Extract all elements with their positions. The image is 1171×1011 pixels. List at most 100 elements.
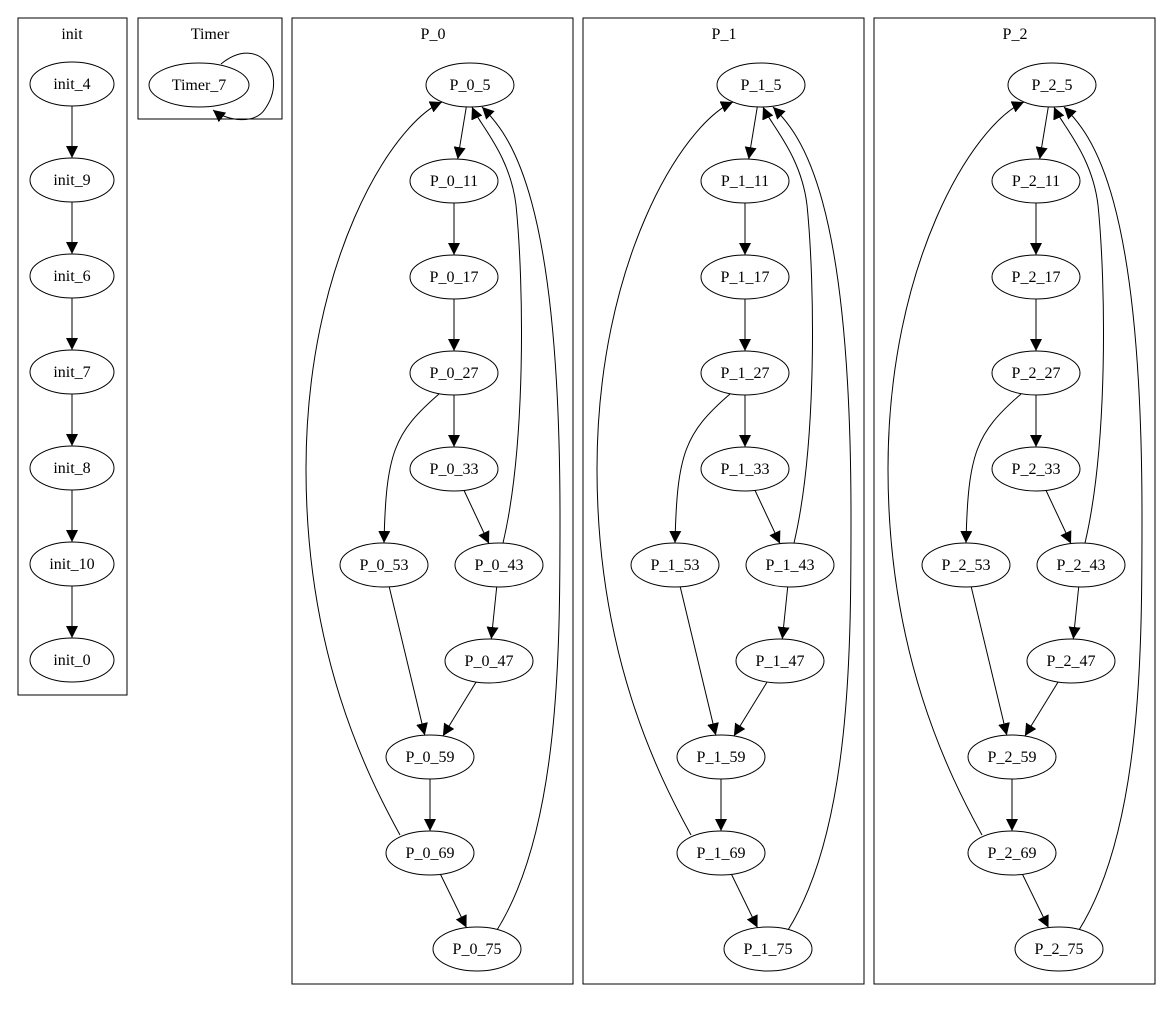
edge-p-1-43-to-p-1-47 (777, 586, 790, 640)
cluster-p-0: P_0 (291, 17, 574, 985)
edge-p-0-43-to-p-0-47 (486, 586, 499, 640)
cluster-init: init (17, 17, 128, 696)
edge-p-2-43-to-p-2-47 (1068, 586, 1081, 640)
node-label: P_0_47 (465, 653, 514, 670)
node-p-2-5: P_2_5 (1007, 62, 1097, 108)
edge-p-0-33-to-p-0-43 (463, 490, 490, 544)
node-ellipse (29, 61, 115, 107)
cluster-label: init (61, 26, 83, 43)
node-ellipse (425, 62, 515, 108)
edge-p-1-43-to-p-1-5 (762, 106, 813, 544)
edge-p-0-27-to-p-0-53 (378, 393, 440, 544)
cluster-p-1: P_1 (582, 17, 865, 985)
node-label: P_0_75 (453, 941, 502, 958)
node-label: P_2_59 (988, 749, 1037, 766)
node-label: P_0_11 (430, 173, 478, 190)
node-ellipse (991, 350, 1081, 396)
node-p-1-17: P_1_17 (700, 254, 790, 300)
node-label: P_2_47 (1047, 653, 1096, 670)
node-label: P_0_69 (406, 845, 455, 862)
node-label: P_1_59 (697, 749, 746, 766)
cluster-frame (582, 17, 865, 985)
node-timer-7: Timer_7 (148, 62, 250, 108)
node-p-1-43: P_1_43 (745, 542, 835, 588)
edge-p-2-33-to-p-2-43 (1045, 490, 1072, 544)
edge-p-1-69-to-p-1-75 (731, 874, 758, 928)
node-p-1-47: P_1_47 (735, 638, 825, 684)
node-p-0-43: P_0_43 (454, 542, 544, 588)
edge-timer-7-to-timer-7 (212, 52, 275, 123)
node-label: init_0 (53, 652, 90, 669)
node-label: init_7 (53, 364, 90, 381)
node-p-2-69: P_2_69 (967, 830, 1057, 876)
node-p-1-53: P_1_53 (630, 542, 720, 588)
node-p-2-43: P_2_43 (1036, 542, 1126, 588)
node-ellipse (29, 445, 115, 491)
node-ellipse (700, 254, 790, 300)
edge-p-2-5-to-p-2-11 (1035, 106, 1049, 160)
node-label: P_2_17 (1012, 269, 1061, 286)
node-init-8: init_8 (29, 445, 115, 491)
node-p-0-17: P_0_17 (409, 254, 499, 300)
node-ellipse (700, 158, 790, 204)
node-ellipse (409, 158, 499, 204)
node-p-1-11: P_1_11 (700, 158, 790, 204)
node-p-1-33: P_1_33 (700, 446, 790, 492)
node-label: P_2_11 (1012, 173, 1060, 190)
node-init-7: init_7 (29, 349, 115, 395)
cluster-frame (873, 17, 1156, 985)
node-label: P_0_17 (430, 269, 479, 286)
node-init-6: init_6 (29, 253, 115, 299)
node-ellipse (339, 542, 429, 588)
node-ellipse (1014, 926, 1104, 972)
edge-p-1-47-to-p-1-59 (733, 681, 768, 737)
node-ellipse (676, 830, 766, 876)
node-p-0-75: P_0_75 (432, 926, 522, 972)
node-p-2-33: P_2_33 (991, 446, 1081, 492)
node-ellipse (723, 926, 813, 972)
node-label: P_2_69 (988, 845, 1037, 862)
edge-p-0-43-to-p-0-5 (471, 106, 522, 544)
node-p-1-69: P_1_69 (676, 830, 766, 876)
node-p-2-27: P_2_27 (991, 350, 1081, 396)
node-label: init_6 (53, 268, 90, 285)
edge-p-1-5-to-p-1-11 (744, 106, 758, 160)
node-p-0-27: P_0_27 (409, 350, 499, 396)
node-ellipse (991, 254, 1081, 300)
node-label: init_10 (49, 556, 94, 573)
cluster-p-2: P_2 (873, 17, 1156, 985)
node-label: P_0_59 (406, 749, 455, 766)
edge-p-0-5-to-p-0-11 (453, 106, 467, 160)
edge-p-2-47-to-p-2-59 (1024, 681, 1059, 737)
node-ellipse (991, 446, 1081, 492)
node-p-0-53: P_0_53 (339, 542, 429, 588)
node-label: P_0_5 (450, 77, 491, 94)
node-label: P_2_33 (1012, 461, 1061, 478)
node-label: P_2_5 (1032, 77, 1073, 94)
node-label: P_2_27 (1012, 365, 1061, 382)
node-init-4: init_4 (29, 61, 115, 107)
node-ellipse (676, 734, 766, 780)
node-label: P_0_43 (475, 557, 524, 574)
node-label: P_1_53 (651, 557, 700, 574)
node-ellipse (454, 542, 544, 588)
node-ellipse (29, 349, 115, 395)
edge-p-2-69-to-p-2-5 (887, 101, 1025, 836)
node-label: P_2_53 (942, 557, 991, 574)
edge-p-0-47-to-p-0-59 (442, 681, 477, 737)
node-ellipse (1007, 62, 1097, 108)
edge-p-0-53-to-p-0-59 (388, 586, 428, 736)
edge-p-2-75-to-p-2-5 (1063, 106, 1143, 931)
node-ellipse (29, 253, 115, 299)
cluster-label: P_2 (1003, 26, 1028, 43)
node-init-9: init_9 (29, 157, 115, 203)
node-label: P_1_33 (721, 461, 770, 478)
node-label: P_0_33 (430, 461, 479, 478)
cluster-frame (17, 17, 128, 696)
node-ellipse (1036, 542, 1126, 588)
node-ellipse (385, 734, 475, 780)
node-label: P_1_17 (721, 269, 770, 286)
cluster-label: P_1 (712, 26, 737, 43)
edge-p-2-53-to-p-2-59 (970, 586, 1010, 736)
